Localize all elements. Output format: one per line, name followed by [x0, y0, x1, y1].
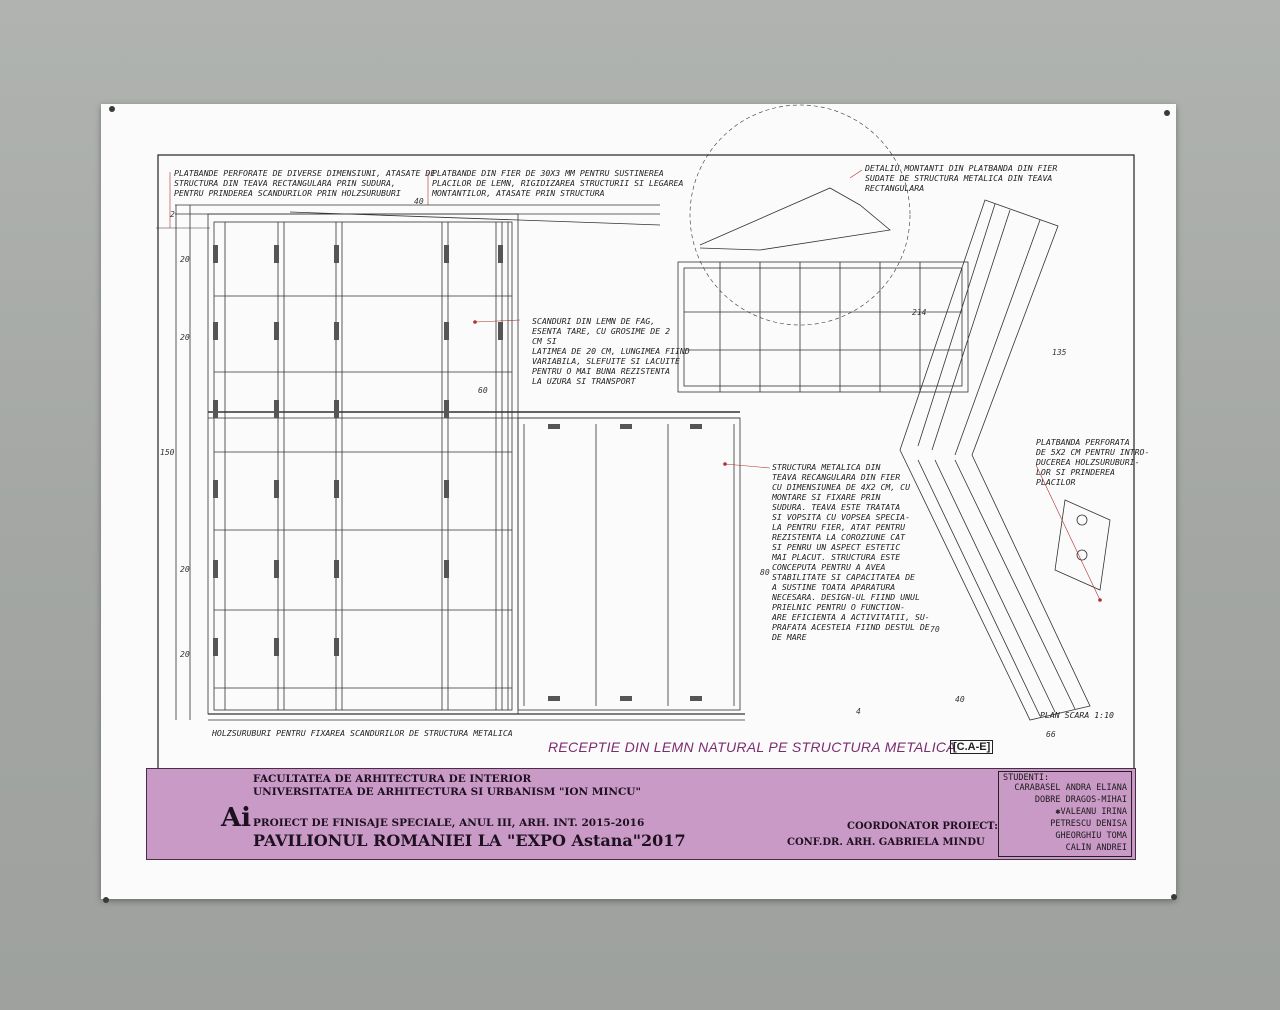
pin-bottom-left — [103, 897, 109, 903]
note-plan-scara: PLAN SCARA 1:10 — [1040, 710, 1114, 720]
drawing-title: RECEPTIE DIN LEMN NATURAL PE STRUCTURA M… — [548, 739, 956, 755]
section-view — [677, 104, 969, 393]
dim-20-d: 20 — [180, 650, 190, 659]
student-2: DOBRE DRAGOS-MIHAI — [1034, 795, 1127, 805]
coordinator-name: CONF.DR. ARH. GABRIELA MINDU — [787, 837, 985, 848]
pavilion-title: PAVILIONUL ROMANIEI LA "EXPO Astana"2017 — [253, 831, 686, 850]
elevation-brackets — [213, 245, 702, 701]
student-6: CALIN ANDREI — [1065, 843, 1127, 853]
note-platbande-perforate: PLATBANDE PERFORATE DE DIVERSE DIMENSIUN… — [174, 168, 436, 198]
pin-top-right — [1164, 110, 1170, 116]
dim-40: 40 — [414, 197, 424, 206]
dim-66: 66 — [1046, 730, 1056, 739]
pin-bottom-right — [1171, 894, 1177, 900]
student-5: GHEORGHIU TOMA — [1055, 831, 1127, 841]
dim-20-b: 20 — [180, 333, 190, 342]
dim-4: 4 — [856, 707, 861, 716]
elevation-view — [156, 204, 745, 721]
drawing-sheet — [101, 104, 1177, 903]
dim-150: 150 — [160, 448, 175, 457]
coordinator-label: COORDONATOR PROIECT: — [847, 821, 998, 832]
dim-20-c: 20 — [180, 565, 190, 574]
dim-20-a: 20 — [180, 255, 190, 264]
title-block: Ai FACULTATEA DE ARHITECTURA DE INTERIOR… — [146, 768, 1136, 860]
pin-top-left — [109, 106, 115, 112]
students-label: STUDENTI: — [1003, 773, 1050, 783]
university-name: UNIVERSITATEA DE ARHITECTURA SI URBANISM… — [253, 786, 641, 798]
students-box: STUDENTI: CARABASEL ANDRA ELIANA DOBRE D… — [998, 771, 1132, 857]
note-holzsuruburi: HOLZSURUBURI PENTRU FIXAREA SCANDURILOR … — [212, 728, 513, 738]
note-scanduri: SCANDURI DIN LEMN DE FAG, ESENTA TARE, C… — [532, 316, 690, 386]
dim-214: 214 — [912, 308, 927, 317]
note-platbande-fier: PLATBANDE DIN FIER DE 30X3 MM PENTRU SUS… — [432, 168, 684, 198]
dim-2: 2 — [170, 210, 175, 219]
dim-40-b: 40 — [955, 695, 965, 704]
dim-135: 135 — [1052, 348, 1067, 357]
dim-60: 60 — [478, 386, 488, 395]
note-platbanda-perforata: PLATBANDA PERFORATA DE 5X2 CM PENTRU INT… — [1036, 437, 1150, 487]
note-structura-metalica: STRUCTURA METALICA DIN TEAVA RECANGULARA… — [772, 462, 930, 642]
faculty-name: FACULTATEA DE ARHITECTURA DE INTERIOR — [253, 773, 532, 785]
student-3: ✱VALEANU IRINA — [1055, 807, 1127, 817]
logo-text: Ai — [221, 803, 252, 833]
project-name: PROIECT DE FINISAJE SPECIALE, ANUL III, … — [253, 817, 645, 829]
dim-80: 80 — [760, 568, 770, 577]
leader-lines — [169, 169, 1102, 602]
dim-70: 70 — [930, 625, 940, 634]
drawing-code: [C.A-E] — [950, 740, 994, 754]
plan-view — [899, 199, 1111, 721]
student-1: CARABASEL ANDRA ELIANA — [1014, 783, 1127, 793]
note-detaliu-montanti: DETALIU MONTANTI DIN PLATBANDA DIN FIER … — [865, 163, 1058, 193]
student-4: PETRESCU DENISA — [1050, 819, 1127, 829]
